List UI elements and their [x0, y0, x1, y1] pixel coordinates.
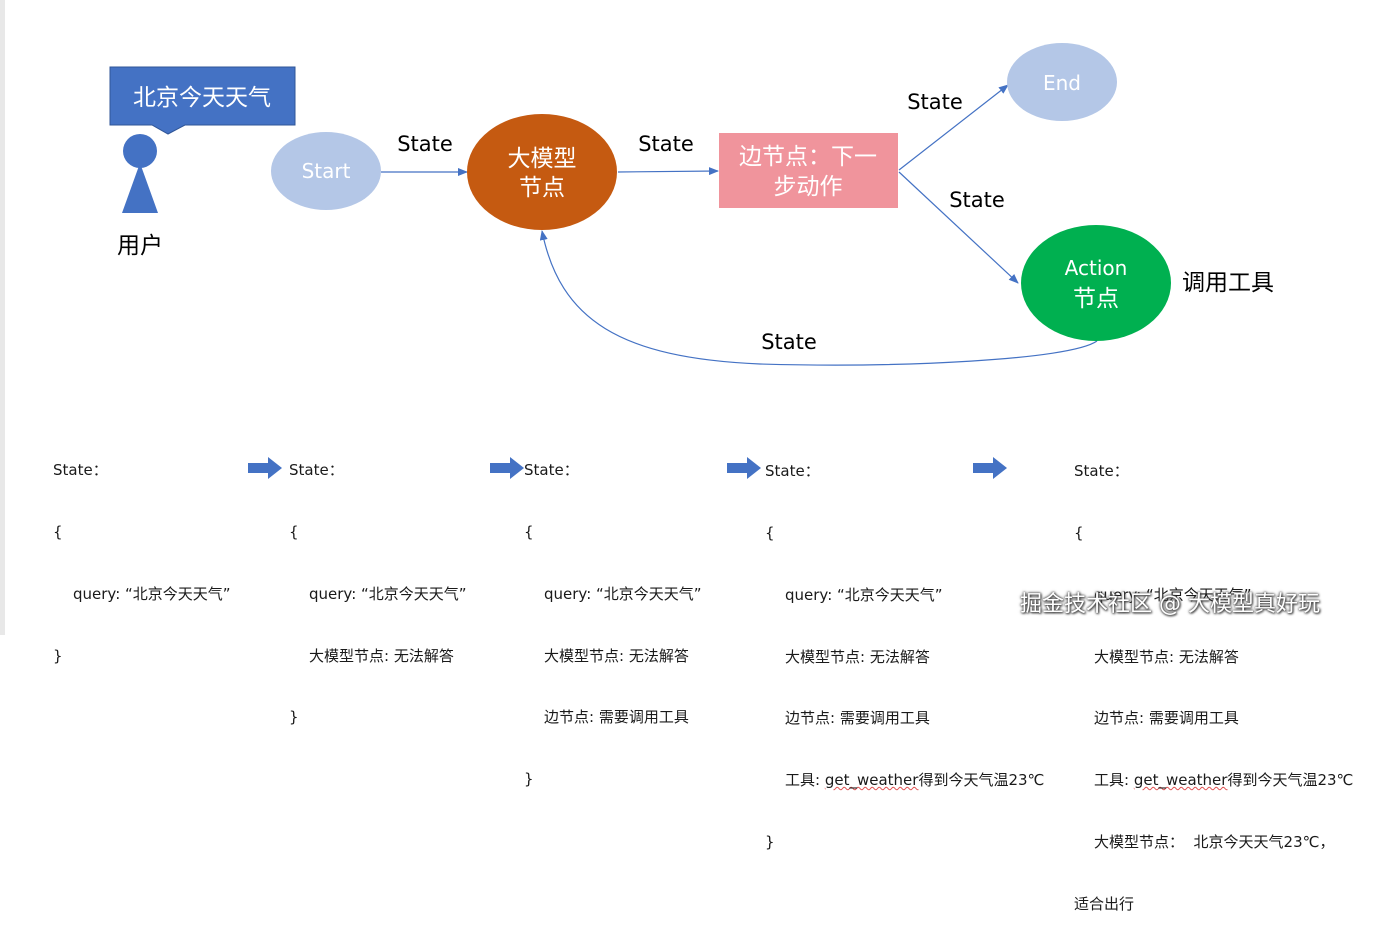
- state-query-line: query: “北京今天天气”: [1094, 585, 1252, 604]
- edge-edge-node-to-end: [898, 84, 1009, 171]
- edge-label-llm-edge: State: [638, 132, 694, 156]
- action-node-label-line1: Action: [1065, 256, 1128, 280]
- state-query-line: query: “北京今天天气”: [309, 584, 467, 603]
- edge-label-start-llm: State: [397, 132, 453, 156]
- step-arrow-icon: [727, 457, 761, 479]
- watermark-text: 掘金技术社区 @ 大模型真好玩: [1020, 592, 1320, 617]
- llm-node: 大模型 节点: [467, 114, 617, 230]
- state-tool-function: get_weather: [824, 771, 919, 790]
- state-final-answer-line: 大模型节点： 北京今天天气23℃，: [1094, 832, 1335, 851]
- state-title: State：: [289, 461, 344, 480]
- state-llm-line: 大模型节点: 无法解答: [309, 646, 454, 665]
- state-tool-line: 工具: get_weather得到今天气温23℃: [765, 770, 1044, 791]
- state-close-brace: }: [765, 832, 775, 851]
- state-query-line: query: “北京今天天气”: [785, 585, 943, 604]
- edge-label-edge-end: State: [907, 90, 963, 114]
- state-edge-line: 边节点: 需要调用工具: [544, 708, 689, 727]
- llm-node-label-line2: 节点: [519, 175, 565, 201]
- edge-label-action-llm: State: [761, 330, 817, 354]
- user-head-icon: [123, 134, 157, 168]
- user-figure: 北京今天天气 用户: [109, 66, 296, 259]
- edge-edge-node-to-action: [898, 171, 1019, 284]
- state-snapshot-1: State： { query: “北京今天天气” }: [53, 419, 231, 687]
- user-query-text: 北京今天天气: [133, 85, 271, 111]
- step-arrow-icon: [490, 457, 524, 479]
- llm-node-label-line1: 大模型: [508, 146, 577, 172]
- step-arrow-icon: [973, 457, 1007, 479]
- action-node-label-line2: 节点: [1073, 286, 1119, 312]
- start-node: Start: [271, 132, 381, 210]
- state-snapshot-5: State： { query: “北京今天天气” 大模型节点: 无法解答 边节点…: [1074, 420, 1353, 935]
- state-edge-line: 边节点: 需要调用工具: [1094, 709, 1239, 728]
- state-snapshot-2: State： { query: “北京今天天气” 大模型节点: 无法解答 }: [289, 419, 467, 749]
- state-llm-line: 大模型节点: 无法解答: [544, 646, 689, 665]
- state-tool-result: 得到今天气温23℃: [1227, 771, 1354, 790]
- action-note-label: 调用工具: [1182, 270, 1274, 296]
- state-edge-line: 边节点: 需要调用工具: [785, 709, 930, 728]
- edge-node-label-line1: 边节点：下一: [739, 144, 877, 170]
- state-title: State：: [53, 461, 108, 480]
- action-node: Action 节点: [1021, 225, 1171, 341]
- state-snapshot-3: State： { query: “北京今天天气” 大模型节点: 无法解答 边节点…: [524, 419, 702, 810]
- state-close-brace: }: [524, 770, 534, 789]
- start-node-label: Start: [302, 159, 351, 183]
- state-close-brace: }: [289, 708, 299, 727]
- state-tool-prefix: 工具:: [1094, 771, 1134, 790]
- state-tool-line: 工具: get_weather得到今天气温23℃: [1074, 770, 1353, 791]
- state-open-brace: {: [289, 522, 299, 541]
- state-open-brace: {: [1074, 523, 1084, 542]
- state-final-answer-continued: 适合出行: [1074, 894, 1135, 913]
- state-open-brace: {: [765, 523, 775, 542]
- end-node: End: [1007, 43, 1117, 121]
- state-tool-function: get_weather: [1133, 771, 1228, 790]
- user-body-icon: [122, 163, 158, 213]
- state-title: State：: [1074, 462, 1129, 481]
- state-title: State：: [765, 462, 820, 481]
- state-title: State：: [524, 461, 579, 480]
- user-label: 用户: [117, 233, 163, 259]
- state-tool-result: 得到今天气温23℃: [918, 771, 1045, 790]
- flow-diagram: 北京今天天气 用户 State State State State State …: [109, 43, 1274, 479]
- edge-decision-node: 边节点：下一 步动作: [719, 133, 898, 208]
- edge-llm-to-edge-node: [617, 167, 719, 176]
- state-llm-line: 大模型节点: 无法解答: [785, 647, 930, 666]
- user-speech-bubble: [109, 66, 296, 135]
- step-arrow-icon: [248, 457, 282, 479]
- state-llm-line: 大模型节点: 无法解答: [1094, 647, 1239, 666]
- state-open-brace: {: [53, 522, 63, 541]
- edge-action-to-llm: [539, 230, 1098, 366]
- end-node-label: End: [1043, 71, 1081, 95]
- state-close-brace: }: [53, 646, 63, 665]
- edge-label-edge-action: State: [949, 188, 1005, 212]
- state-snapshot-4: State： { query: “北京今天天气” 大模型节点: 无法解答 边节点…: [765, 420, 1044, 873]
- page-left-border: [0, 0, 5, 635]
- state-open-brace: {: [524, 522, 534, 541]
- state-query-line: query: “北京今天天气”: [73, 584, 231, 603]
- state-query-line: query: “北京今天天气”: [544, 584, 702, 603]
- state-tool-prefix: 工具:: [785, 771, 825, 790]
- edge-node-label-line2: 步动作: [774, 174, 843, 200]
